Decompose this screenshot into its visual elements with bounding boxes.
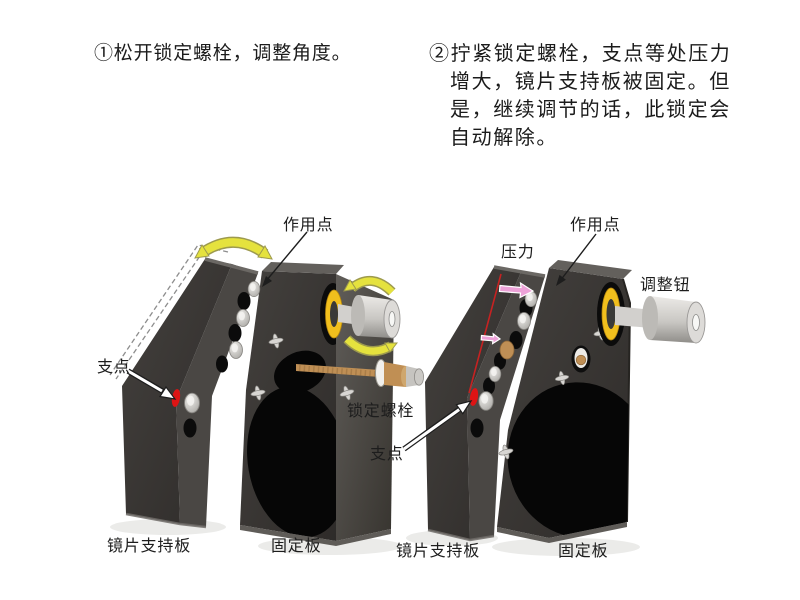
instruction-step-1-line: ①松开锁定螺栓，调整角度。 — [94, 43, 352, 64]
instruction-step-2-line-2: 增大，镜片支持板被固定。但 — [450, 71, 731, 93]
fixed-plate-left — [240, 262, 394, 546]
locking-bolt-tip — [499, 340, 515, 360]
fulcrum-arrow-left — [126, 368, 177, 400]
fulcrum-marker-left — [171, 389, 181, 407]
lever-line — [468, 273, 502, 394]
ground-shadows — [110, 519, 640, 556]
label-support-plate-right: 镜片支持板 — [396, 543, 481, 560]
locking-bolt-through-hole — [575, 354, 587, 366]
label-pressure: 压力 — [501, 244, 535, 261]
fixed-plate-right — [496, 260, 632, 543]
fulcrum-marker-right — [469, 388, 479, 406]
adjustment-knob-left — [325, 289, 401, 339]
instruction-step-2-line-1: ②拧紧锁定螺栓，支点等处压力 — [429, 43, 732, 65]
instruction-step-2: ②拧紧锁定螺栓，支点等处压力 增大，镜片支持板被固定。但 是，继续调节的话，此锁… — [429, 40, 731, 152]
pressure-arrows — [480, 281, 535, 345]
tilt-arrow — [194, 236, 273, 260]
label-action-point-left: 作用点 — [283, 217, 334, 234]
action-point-arrow-left — [262, 231, 308, 287]
instruction-step-2-line-3: 是，继续调节的话，此锁定会 — [450, 99, 731, 121]
support-plate-left — [122, 257, 261, 529]
instruction-step-1: ①松开锁定螺栓，调整角度。 — [94, 40, 351, 68]
left-diagram — [109, 231, 424, 546]
label-support-plate-left: 镜片支持板 — [107, 538, 192, 555]
support-plate-right — [425, 265, 546, 542]
adjustment-knob-right — [597, 282, 706, 346]
rotation-arrows — [343, 276, 399, 357]
label-adjustment-knob: 调整钮 — [640, 277, 691, 294]
label-fixed-plate-left: 固定板 — [271, 538, 322, 555]
label-fulcrum-right: 支点 — [370, 446, 404, 463]
label-fixed-plate-right: 固定板 — [558, 543, 609, 560]
locking-bolt — [296, 359, 424, 387]
label-locking-bolt: 锁定螺栓 — [347, 403, 415, 420]
label-action-point-right: 作用点 — [570, 217, 621, 234]
mirror-aperture-right — [507, 382, 630, 538]
fulcrum-arrow-right — [402, 400, 473, 452]
right-diagram — [402, 233, 706, 543]
action-point-arrow-right — [556, 233, 597, 286]
label-fulcrum-left: 支点 — [97, 359, 131, 376]
instruction-step-2-line-4: 自动解除。 — [450, 127, 558, 149]
